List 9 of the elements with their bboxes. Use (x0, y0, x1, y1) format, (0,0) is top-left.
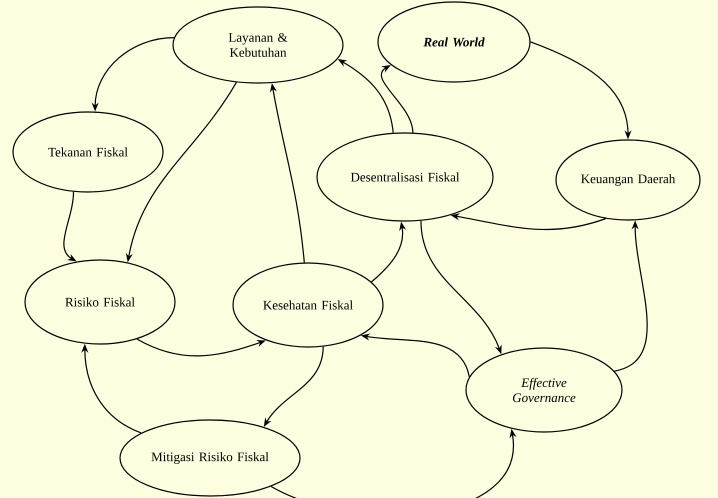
ellipse-node: Mitigasi Risiko Fiskal (119, 419, 301, 497)
ellipse-node: Keuangan Daerah (555, 139, 701, 221)
ellipse-node: Layanan & Kebutuhan (172, 6, 344, 84)
ellipse-node: Tekanan Fiskal (12, 111, 164, 193)
ellipse-node: Kesehatan Fiskal (232, 262, 384, 348)
ellipse-node: Real World (377, 1, 531, 83)
ellipse-node: Risiko Fiskal (24, 259, 176, 345)
ellipse-node: Desentralisasi Fiskal (316, 132, 494, 222)
ellipse-node: Effective Governance (465, 347, 623, 433)
